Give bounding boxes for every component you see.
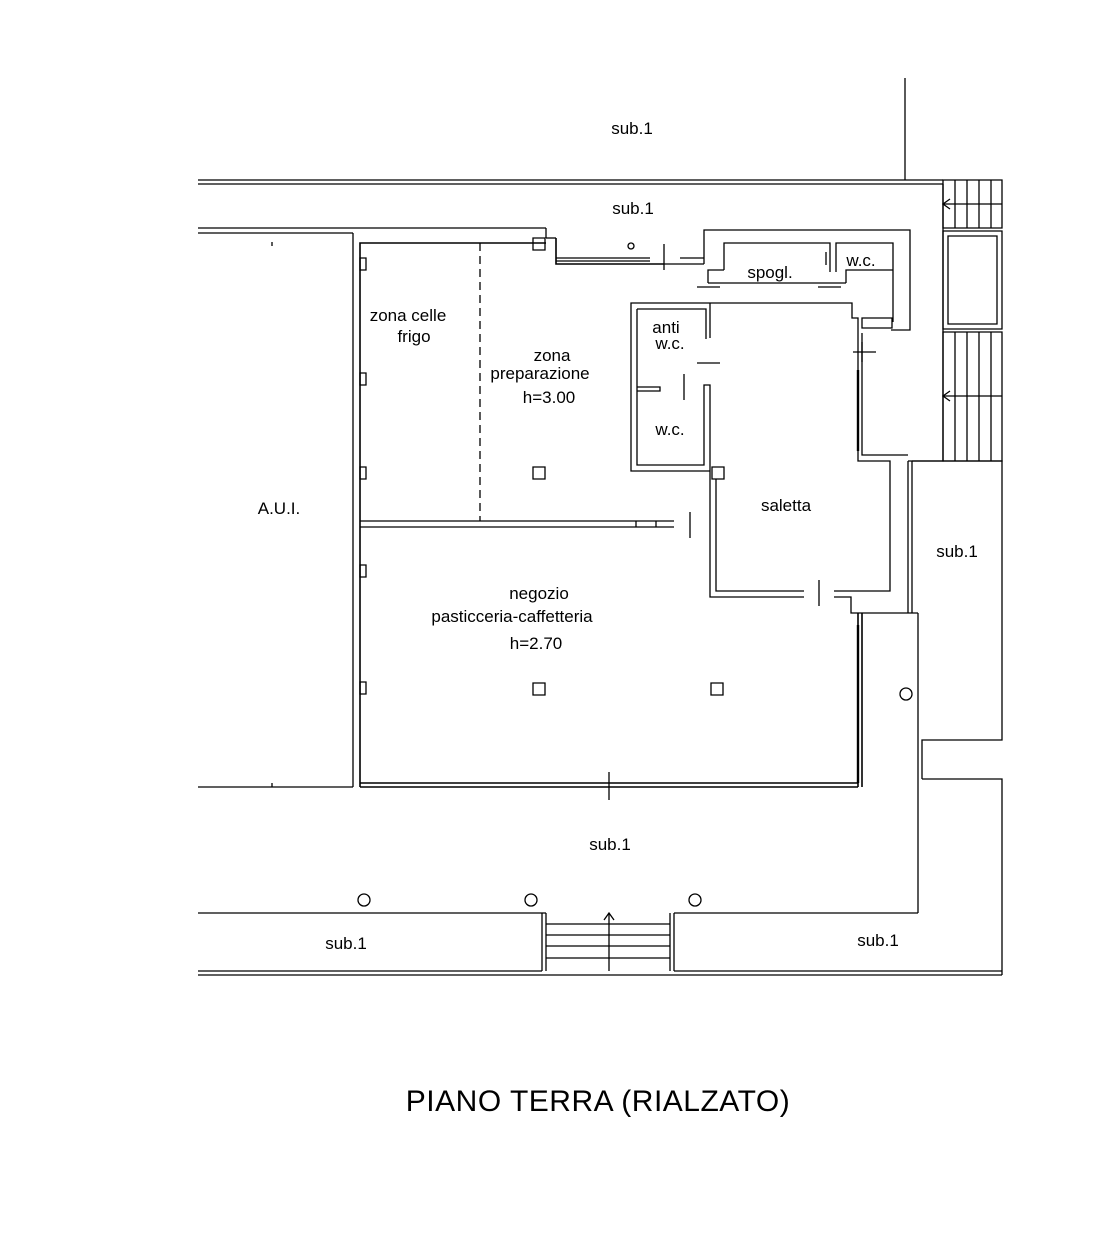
pillars [533, 467, 723, 695]
right-sub-areas [908, 461, 1002, 975]
corridor-outline [198, 184, 943, 461]
label-saletta: saletta [760, 496, 812, 515]
label-anti-line1: anti [652, 318, 680, 337]
label-wc-left: w.c. [655, 420, 685, 439]
saletta-walls [710, 333, 918, 783]
label-sub-top-outer: sub.1 [611, 119, 653, 138]
aui-area [198, 233, 353, 787]
label-prep-line1: zona [533, 346, 571, 365]
top-windows [546, 238, 704, 270]
bottom-stairs [542, 913, 674, 971]
label-celle-line1: zona celle [369, 306, 447, 325]
label-celle-line2: frigo [397, 327, 431, 346]
spogl-block [697, 230, 910, 330]
wall-notches [360, 238, 545, 694]
label-negozio-line1: negozio [509, 584, 569, 603]
label-wc-top: w.c. [846, 251, 876, 270]
label-sub-bottom-terrace: sub.1 [589, 835, 631, 854]
label-negozio-height: h=2.70 [509, 634, 563, 653]
plan-title: PIANO TERRA (RIALZATO) [405, 1085, 791, 1118]
label-sub-bottom-left: sub.1 [325, 934, 367, 953]
label-prep-line2: preparazione [490, 364, 590, 383]
label-sub-bottom-right: sub.1 [857, 931, 899, 950]
label-spogl: spogl. [747, 263, 793, 282]
right-stairs [943, 180, 1002, 461]
label-sub-top-corridor: sub.1 [612, 199, 654, 218]
label-prep-height: h=3.00 [522, 388, 576, 407]
label-sub-right: sub.1 [936, 542, 978, 561]
bottom-boundary [198, 971, 1002, 975]
label-anti-line2: w.c. [655, 334, 685, 353]
label-aui: A.U.I. [257, 499, 301, 518]
anti-wc-block [631, 303, 858, 502]
label-negozio-line2: pasticceria-caffetteria [431, 607, 593, 626]
bottom-terrace [198, 688, 918, 913]
top-boundary [198, 78, 943, 184]
interior-wall-horizontal [360, 512, 690, 538]
